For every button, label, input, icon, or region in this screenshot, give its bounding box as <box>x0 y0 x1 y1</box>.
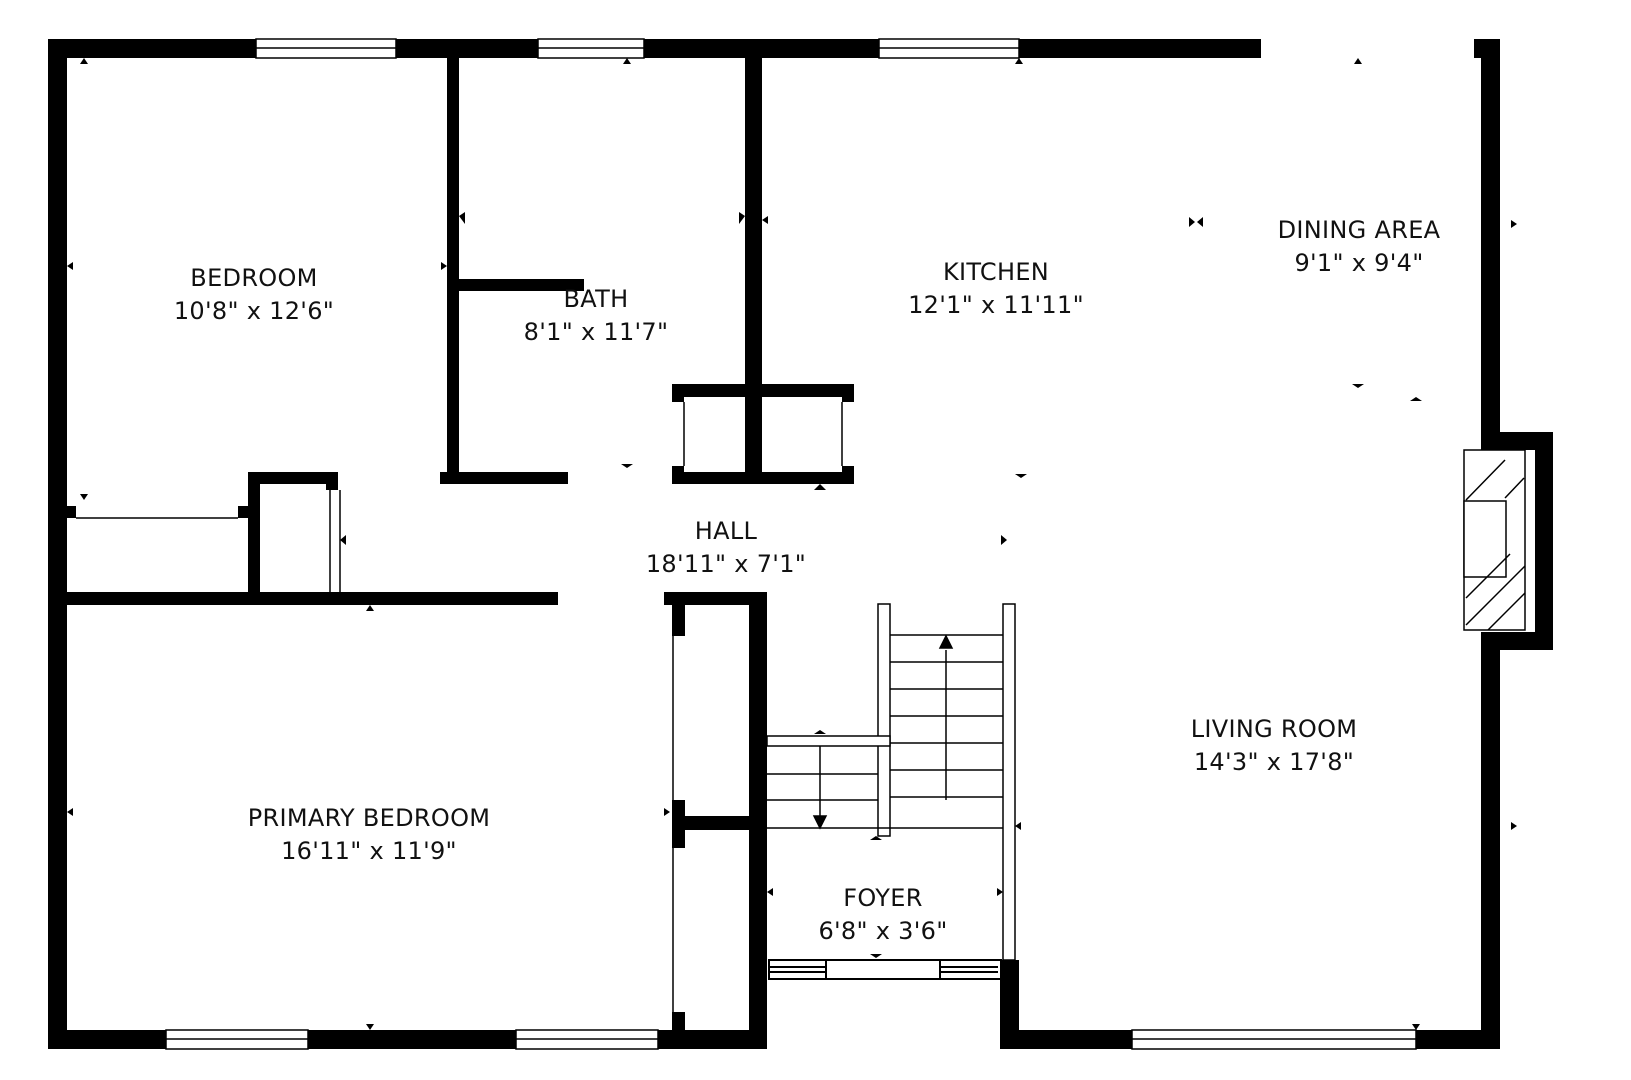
wall-closet-left <box>672 384 684 402</box>
room-dimensions: 16'11" x 11'9" <box>281 837 457 865</box>
wall-closet-top <box>672 384 854 397</box>
wall-hall-bottom-left <box>48 592 558 605</box>
room-dimensions: 12'1" x 11'11" <box>908 291 1084 319</box>
wall-bedroom-bath <box>447 39 459 484</box>
room-name: PRIMARY BEDROOM <box>247 804 491 832</box>
room-dimensions: 10'8" x 12'6" <box>173 297 335 325</box>
wall-closet-right-b <box>842 466 854 484</box>
room-name: DINING AREA <box>1277 216 1441 244</box>
wall-bedroom-closet-top-r <box>238 506 250 518</box>
wall-top-left <box>48 39 1261 58</box>
wall-linen-top <box>248 472 338 484</box>
room-label-bath: BATH 8'1" x 11'7" <box>524 283 669 349</box>
room-name: KITCHEN <box>942 258 1050 286</box>
wall-linen-right <box>326 472 338 490</box>
interior-openings <box>76 402 843 1012</box>
stairs <box>766 603 1016 961</box>
room-dimensions: 6'8" x 3'6" <box>818 917 948 945</box>
wall-right-a <box>1481 39 1500 436</box>
wall-closet-left-b <box>672 466 684 484</box>
wall-bath-shelf <box>459 279 584 291</box>
room-name: LIVING ROOM <box>1190 715 1358 743</box>
room-label-bedroom: BEDROOM 10'8" x 12'6" <box>174 262 334 328</box>
room-label-foyer: FOYER 6'8" x 3'6" <box>818 882 947 948</box>
wall-primary-closet-shelf <box>672 816 762 830</box>
stairs-down-arrow <box>812 815 828 830</box>
room-name: BATH <box>563 285 629 313</box>
room-dimensions: 18'11" x 7'1" <box>645 550 807 578</box>
wall-closet-right <box>842 384 854 402</box>
wall-bottom-left <box>48 1030 767 1049</box>
wall-primary-closet-top <box>672 600 685 636</box>
wall-bath-kitchen <box>745 39 762 484</box>
opening-dining-top <box>1270 39 1474 58</box>
wall-fireplace-right <box>1535 432 1553 650</box>
foyer-door <box>768 959 1002 980</box>
fireplace <box>1463 449 1526 631</box>
room-name: HALL <box>694 517 758 545</box>
door-markers <box>67 58 1517 1030</box>
windows <box>165 38 1474 1050</box>
wall-linen-left <box>248 472 260 602</box>
room-label-primary-bedroom: PRIMARY BEDROOM 16'11" x 11'9" <box>248 802 491 868</box>
wall-left <box>48 39 67 1049</box>
room-dimensions: 8'1" x 11'7" <box>523 318 669 346</box>
wall-foyer-right <box>1000 960 1019 1049</box>
room-label-hall: HALL 18'11" x 7'1" <box>646 515 806 581</box>
wall-bedroom-closet-top-l <box>48 506 76 518</box>
room-dimensions: 9'1" x 9'4" <box>1294 249 1424 277</box>
room-dimensions: 14'3" x 17'8" <box>1193 748 1355 776</box>
room-label-living-room: LIVING ROOM 14'3" x 17'8" <box>1191 713 1358 779</box>
wall-bath-bottom <box>440 472 568 484</box>
room-name: FOYER <box>843 884 923 912</box>
wall-closet-bottom <box>672 472 854 484</box>
wall-hall-bottom-right <box>664 592 767 605</box>
wall-right-b <box>1481 648 1500 1049</box>
wall-primary-closet-bottom <box>672 1012 685 1042</box>
room-name: BEDROOM <box>190 264 318 292</box>
room-label-kitchen: KITCHEN 12'1" x 11'11" <box>908 256 1084 322</box>
wall-fireplace-bottom <box>1481 632 1553 650</box>
room-label-dining-area: DINING AREA 9'1" x 9'4" <box>1278 214 1441 280</box>
stairs-up-arrow <box>938 634 954 649</box>
